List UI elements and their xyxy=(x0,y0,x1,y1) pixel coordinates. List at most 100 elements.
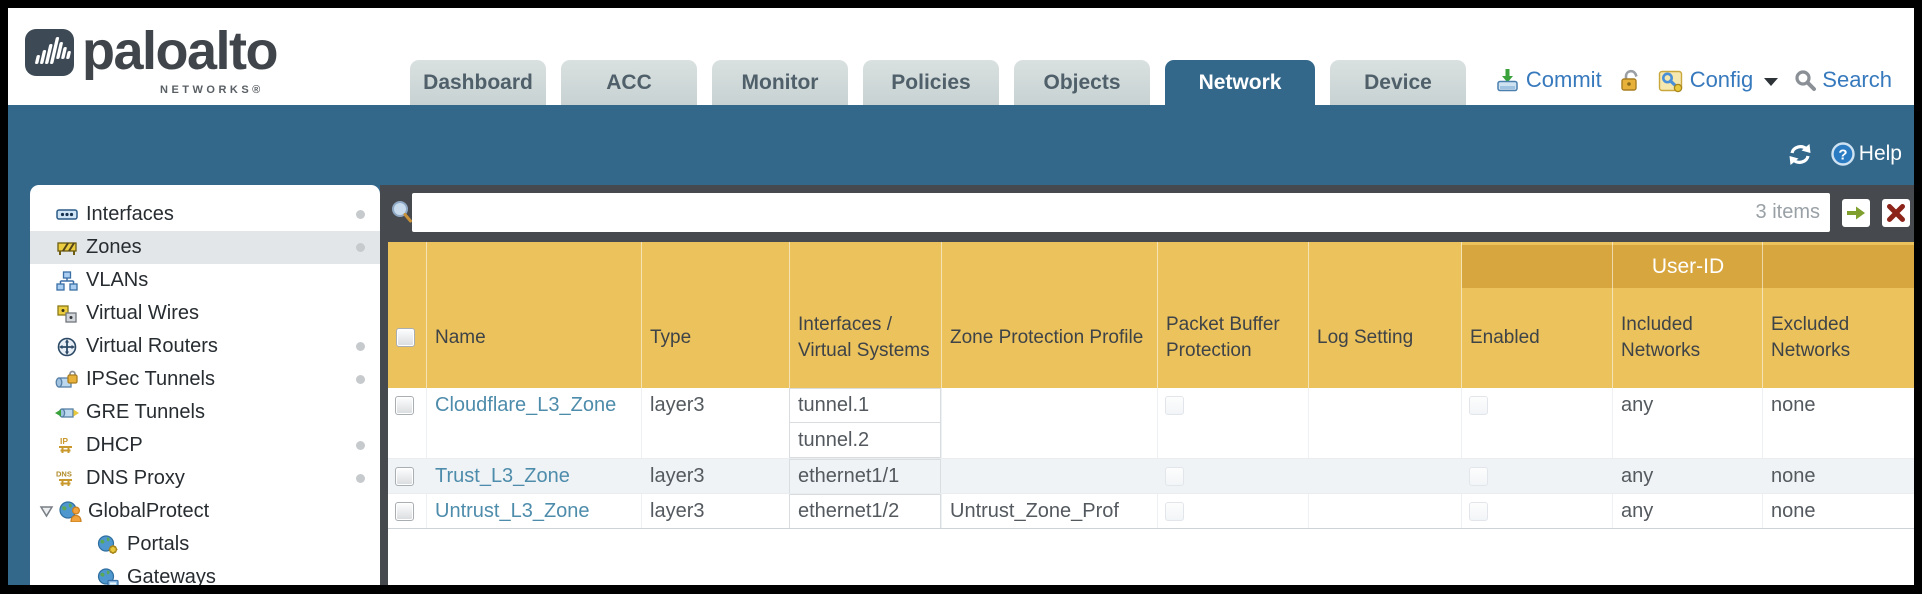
tab-network[interactable]: Network xyxy=(1165,60,1315,105)
column-header-enabled[interactable]: Enabled xyxy=(1470,327,1540,348)
user-id-group-header: User-ID xyxy=(1462,245,1914,288)
packet-buffer-protection-checkbox[interactable] xyxy=(1165,396,1184,415)
clear-filter-button[interactable] xyxy=(1882,199,1910,227)
zone-type: layer3 xyxy=(650,465,705,487)
commit-button[interactable]: Commit xyxy=(1494,67,1602,93)
tab-dashboard[interactable]: Dashboard xyxy=(410,60,546,105)
virtual-routers-icon xyxy=(57,337,77,356)
tab-policies[interactable]: Policies xyxy=(863,60,999,105)
tab-acc[interactable]: ACC xyxy=(561,60,697,105)
row-select-checkbox[interactable] xyxy=(395,396,414,415)
interfaces-icon xyxy=(56,208,78,220)
user-id-enabled-checkbox[interactable] xyxy=(1469,467,1488,486)
search-label: Search xyxy=(1822,67,1892,92)
sidebar-item-portals[interactable]: Portals xyxy=(30,528,380,561)
column-header-included-networks[interactable]: Included Networks xyxy=(1621,314,1701,361)
sidebar-item-label: Interfaces xyxy=(86,203,174,225)
zones-icon xyxy=(57,241,77,255)
apply-filter-button[interactable] xyxy=(1842,199,1870,227)
zone-name-link[interactable]: Trust_L3_Zone xyxy=(435,465,570,487)
excluded-networks: none xyxy=(1771,465,1816,487)
svg-text:DNS: DNS xyxy=(56,469,72,478)
portals-icon xyxy=(97,534,118,554)
packet-buffer-protection-checkbox[interactable] xyxy=(1165,467,1184,486)
commit-label: Commit xyxy=(1525,67,1602,92)
refresh-icon[interactable] xyxy=(1786,142,1814,167)
status-dot xyxy=(356,375,365,384)
packet-buffer-protection-checkbox[interactable] xyxy=(1165,502,1184,521)
sidebar-item-label: GRE Tunnels xyxy=(86,401,205,423)
sidebar-item-globalprotect[interactable]: GlobalProtect xyxy=(30,495,380,528)
column-header-name[interactable]: Name xyxy=(435,327,486,348)
column-header-type[interactable]: Type xyxy=(650,327,692,348)
user-id-enabled-checkbox[interactable] xyxy=(1469,396,1488,415)
commit-icon xyxy=(1497,68,1518,91)
band-actions: ? Help xyxy=(1786,141,1902,167)
column-header-log-setting[interactable]: Log Setting xyxy=(1317,327,1414,348)
sidebar-item-label: IPSec Tunnels xyxy=(86,368,215,390)
sidebar-item-label: VLANs xyxy=(86,269,149,291)
sidebar-item-dns-proxy[interactable]: DNS DNS Proxy xyxy=(30,462,380,495)
config-label: Config xyxy=(1689,67,1754,92)
sidebar-item-label: DHCP xyxy=(86,434,143,456)
sidebar-item-label: Virtual Wires xyxy=(86,302,199,324)
sidebar-item-interfaces[interactable]: Interfaces xyxy=(30,198,380,231)
lock-icon[interactable] xyxy=(1618,68,1642,93)
dns-proxy-icon: DNS xyxy=(56,469,72,486)
row-select-checkbox[interactable] xyxy=(395,467,414,486)
table-row: Cloudflare_L3_Zone layer3 tunnel.1 tunne… xyxy=(388,388,1914,458)
help-button[interactable]: ? Help xyxy=(1830,141,1902,167)
sidebar-item-label: GlobalProtect xyxy=(88,500,210,522)
table-bottom-border xyxy=(388,528,1914,529)
column-header-interfaces[interactable]: Interfaces / Virtual Systems xyxy=(798,314,930,361)
tab-monitor[interactable]: Monitor xyxy=(712,60,848,105)
sidebar-item-dhcp[interactable]: IP DHCP xyxy=(30,429,380,462)
config-menu[interactable]: Config xyxy=(1658,67,1779,93)
sidebar-item-vlans[interactable]: VLANs xyxy=(30,264,380,297)
row-select-checkbox[interactable] xyxy=(395,502,414,521)
column-header-packet-buffer-protection[interactable]: Packet Buffer Protection xyxy=(1166,314,1280,361)
sidebar-item-ipsec-tunnels[interactable]: IPSec Tunnels xyxy=(30,363,380,396)
select-all-checkbox[interactable] xyxy=(396,328,415,347)
column-header-excluded-networks[interactable]: Excluded Networks xyxy=(1771,314,1851,361)
sidebar-item-label: Portals xyxy=(127,533,190,555)
column-header-zone-protection-profile[interactable]: Zone Protection Profile xyxy=(950,327,1144,348)
sidebar-item-zones[interactable]: Zones xyxy=(30,231,380,264)
svg-text:?: ? xyxy=(1838,147,1847,164)
sidebar-item-gateways[interactable]: Gateways xyxy=(30,561,380,585)
excluded-networks: none xyxy=(1771,500,1816,522)
sidebar-item-gre-tunnels[interactable]: GRE Tunnels xyxy=(30,396,380,429)
search-button[interactable]: Search xyxy=(1794,67,1892,93)
virtual-wires-icon xyxy=(57,304,77,323)
table-row: Untrust_L3_Zone layer3 ethernet1/2 Untru… xyxy=(388,493,1914,529)
sidebar-item-virtual-routers[interactable]: Virtual Routers xyxy=(30,330,380,363)
zone-name-link[interactable]: Cloudflare_L3_Zone xyxy=(435,394,617,416)
zone-protection-profile xyxy=(941,388,1157,423)
top-header: paloalto NETWORKS® Dashboard ACC Monitor… xyxy=(8,8,1914,105)
zone-name-link[interactable]: Untrust_L3_Zone xyxy=(435,500,590,522)
top-toolbar: Commit Config xyxy=(1494,58,1892,102)
filter-search-icon xyxy=(392,201,412,223)
app-frame: paloalto NETWORKS® Dashboard ACC Monitor… xyxy=(8,8,1914,585)
status-dot xyxy=(356,210,365,219)
zone-protection-profile xyxy=(941,459,1157,494)
main-nav-tabs: Dashboard ACC Monitor Policies Objects N… xyxy=(410,60,1466,105)
included-networks: any xyxy=(1621,394,1654,416)
interface-cell: tunnel.2 xyxy=(789,422,941,458)
ipsec-tunnels-icon xyxy=(55,370,78,388)
status-dot xyxy=(356,243,365,252)
content-pane: 3 items User-ID xyxy=(380,185,1914,585)
gre-tunnels-icon xyxy=(55,407,79,418)
expand-triangle-icon[interactable] xyxy=(39,505,54,518)
filter-input[interactable] xyxy=(412,193,1830,232)
search-icon xyxy=(1795,69,1817,91)
brand-wordmark: paloalto xyxy=(82,21,279,81)
table-header: User-ID Name Type Interfaces / Virtual S… xyxy=(388,242,1914,388)
sidebar-item-label: Virtual Routers xyxy=(86,335,218,357)
sidebar-item-virtual-wires[interactable]: Virtual Wires xyxy=(30,297,380,330)
items-count: 3 items xyxy=(1755,201,1820,223)
included-networks: any xyxy=(1621,465,1654,487)
tab-objects[interactable]: Objects xyxy=(1014,60,1150,105)
tab-device[interactable]: Device xyxy=(1330,60,1466,105)
user-id-enabled-checkbox[interactable] xyxy=(1469,502,1488,521)
